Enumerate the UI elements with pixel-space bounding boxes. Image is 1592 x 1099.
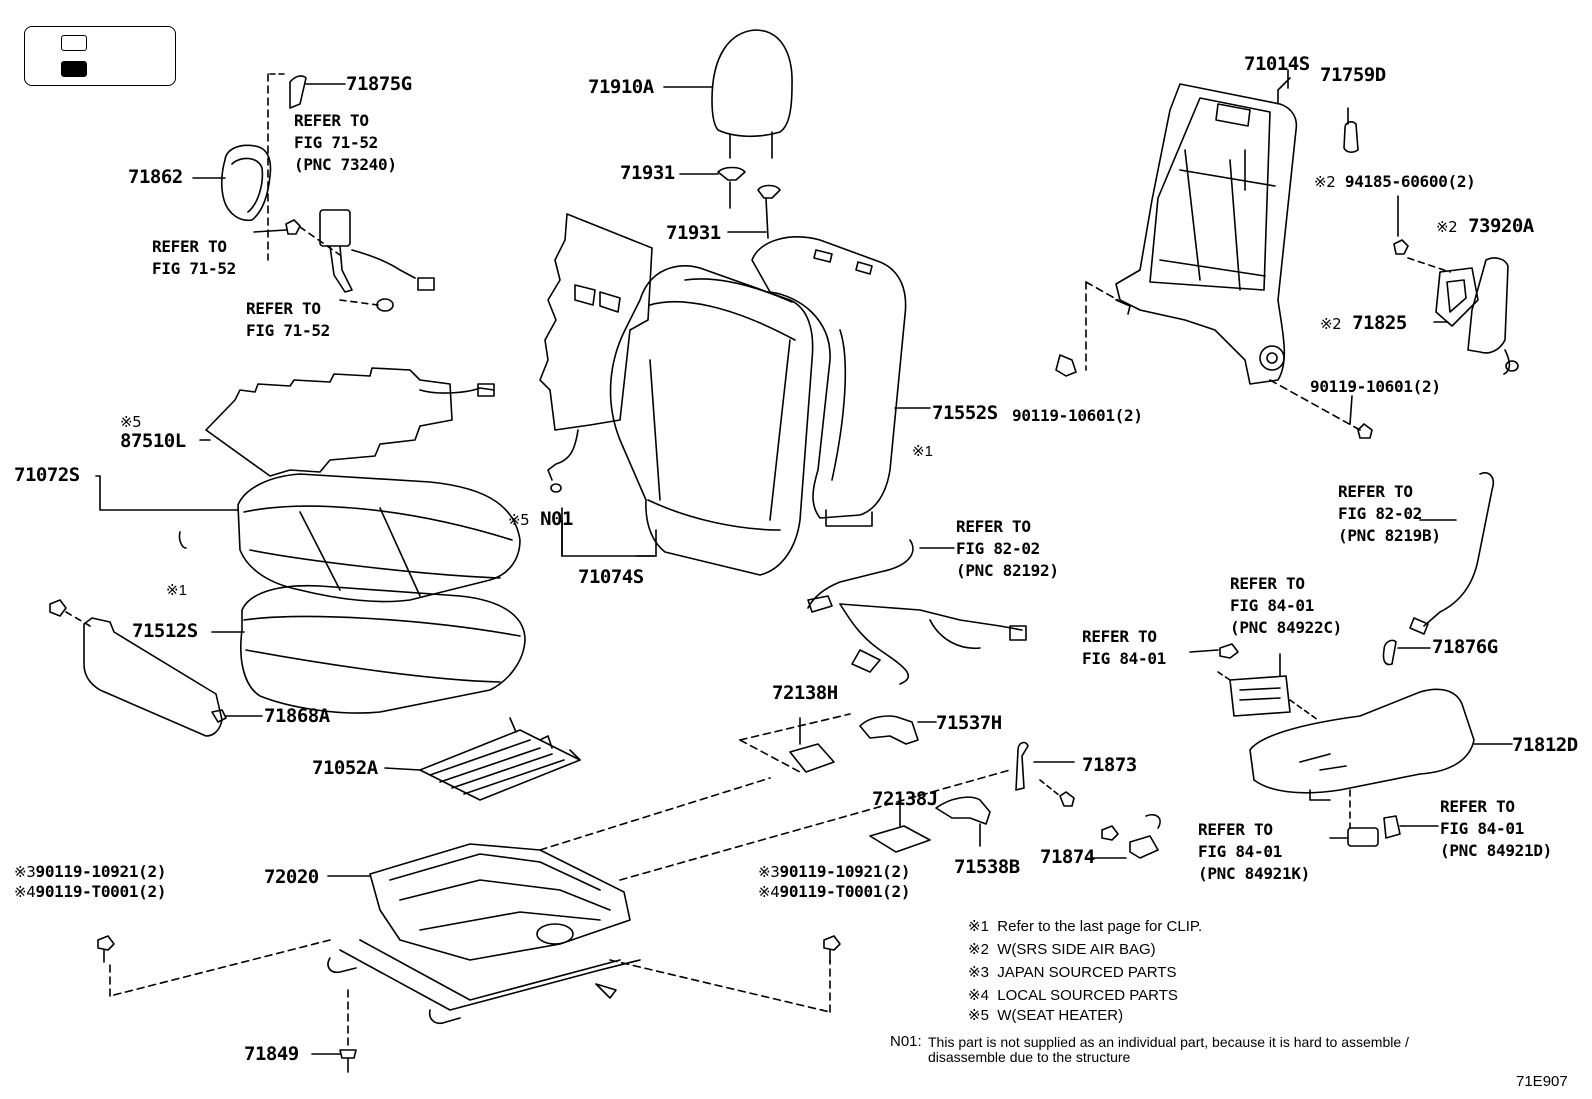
seat-belt-buckle-group [192, 73, 435, 312]
part-label-71825-number: 71825 [1352, 312, 1407, 334]
fastener-label-90119-t0001-left[interactable]: ※490119-T0001(2) [14, 882, 167, 901]
bolts [97, 935, 841, 1073]
fastener-label-90119-10921-right[interactable]: ※390119-10921(2) [758, 862, 911, 881]
cushion-shield [49, 599, 263, 737]
fastener-label-94185-60600[interactable]: ※2 94185-60600(2) [1314, 172, 1476, 191]
fastener-label-90119-10601-right[interactable]: 90119-10601(2) [1310, 377, 1441, 396]
seat-side-panel-group [1189, 472, 1513, 847]
part-label-72138j[interactable]: 72138J [872, 788, 938, 810]
part-label-n01[interactable]: ※5 N01 [508, 508, 573, 530]
part-label-71868a[interactable]: 71868A [264, 705, 330, 727]
note-mark-2: ※2 [1320, 315, 1342, 333]
part-label-71875g[interactable]: 71875G [346, 73, 412, 95]
seat-cushion-cover [178, 473, 521, 603]
footnote-3: ※3 JAPAN SOURCED PARTS [968, 964, 1177, 981]
part-label-71512s[interactable]: 71512S [132, 620, 198, 642]
footnote-2: ※2 W(SRS SIDE AIR BAG) [968, 941, 1156, 958]
refer-to-fig-71-52-b[interactable]: REFER TO FIG 71-52 [246, 299, 330, 340]
note-mark-5-heater: ※5 [120, 413, 142, 431]
footnote-n01-line1: This part is not supplied as an individu… [928, 1034, 1409, 1050]
seat-back-heater-panel [539, 213, 657, 557]
note-mark-2: ※2 [1436, 218, 1458, 236]
refer-to-fig-71-52-a[interactable]: REFER TO FIG 71-52 [152, 237, 236, 278]
part-label-71052a[interactable]: 71052A [312, 757, 378, 779]
figure-id: 71E907 [1516, 1073, 1568, 1090]
part-label-71931-upper[interactable]: 71931 [620, 162, 675, 184]
part-label-72138h[interactable]: 72138H [772, 682, 838, 704]
footnote-1: ※1 Refer to the last page for CLIP. [968, 918, 1203, 935]
part-label-71074s[interactable]: 71074S [578, 566, 644, 588]
part-label-71759d[interactable]: 71759D [1320, 64, 1386, 86]
refer-to-fig-82-02-pnc-8219b[interactable]: REFER TO FIG 82-02 (PNC 8219B) [1338, 482, 1441, 545]
footnote-5: ※5 W(SEAT HEATER) [968, 1007, 1124, 1024]
legend-black-swatch [61, 61, 87, 77]
refer-to-fig-84-01[interactable]: REFER TO FIG 84-01 [1082, 627, 1166, 668]
clip-mark-cushion: ※1 [166, 582, 187, 599]
clip-mark-back: ※1 [912, 443, 933, 460]
seat-back-cover [609, 265, 814, 576]
part-label-71812d[interactable]: 71812D [1512, 734, 1578, 756]
seat-back-frame [1055, 69, 1361, 431]
footnote-n01-label: N01: [890, 1033, 922, 1050]
refer-to-fig-71-52-pnc-73240[interactable]: REFER TO FIG 71-52 (PNC 73240) [294, 111, 397, 174]
part-label-71014s[interactable]: 71014S [1244, 53, 1310, 75]
seat-adjuster [109, 769, 1011, 1049]
refer-to-fig-84-01-pnc-84921k[interactable]: REFER TO FIG 84-01 (PNC 84921K) [1198, 820, 1310, 883]
side-airbag-group [1343, 107, 1519, 439]
part-label-71862[interactable]: 71862 [128, 166, 183, 188]
part-label-87510l[interactable]: 87510L [120, 430, 186, 452]
leader-lines [95, 77, 1457, 557]
part-label-73920a[interactable]: ※2 73920A [1436, 215, 1534, 238]
seat-wire-harness [807, 539, 1027, 685]
part-label-71931-lower[interactable]: 71931 [666, 222, 721, 244]
seat-heater-cushion [199, 367, 495, 477]
legend-white-swatch [61, 35, 87, 51]
legend-box [24, 26, 176, 86]
refer-to-fig-84-01-pnc-84922c[interactable]: REFER TO FIG 84-01 (PNC 84922C) [1230, 574, 1342, 637]
cushion-spring [384, 717, 581, 801]
refer-to-fig-82-02-pnc-82192[interactable]: REFER TO FIG 82-02 (PNC 82192) [956, 517, 1059, 580]
seat-cushion-pad [211, 584, 526, 714]
part-label-71552s[interactable]: 71552S [932, 402, 998, 424]
part-label-71876g[interactable]: 71876G [1432, 636, 1498, 658]
part-label-71072s[interactable]: 71072S [14, 464, 80, 486]
footnote-4: ※4 LOCAL SOURCED PARTS [968, 987, 1178, 1004]
fastener-label-90119-t0001-right[interactable]: ※490119-T0001(2) [758, 882, 911, 901]
part-label-71538b[interactable]: 71538B [954, 856, 1020, 878]
part-label-71873[interactable]: 71873 [1082, 754, 1137, 776]
part-label-71537h[interactable]: 71537H [936, 712, 1002, 734]
footnote-n01-line2: disassemble due to the structure [928, 1049, 1131, 1065]
fastener-label-90119-10921-left[interactable]: ※390119-10921(2) [14, 862, 167, 881]
part-label-72020[interactable]: 72020 [264, 866, 319, 888]
brackets-center [739, 713, 1161, 859]
part-label-71849[interactable]: 71849 [244, 1043, 299, 1065]
part-label-71910a[interactable]: 71910A [588, 76, 654, 98]
part-label-71825[interactable]: ※2 71825 [1320, 312, 1407, 335]
fastener-label-90119-10601-left[interactable]: 90119-10601(2) [1012, 406, 1143, 425]
seat-back-pad [751, 236, 931, 527]
part-label-71874[interactable]: 71874 [1040, 846, 1095, 868]
headrest [663, 29, 793, 239]
part-label-73920a-number: 73920A [1468, 215, 1534, 237]
refer-to-fig-84-01-pnc-84921d[interactable]: REFER TO FIG 84-01 (PNC 84921D) [1440, 797, 1552, 860]
